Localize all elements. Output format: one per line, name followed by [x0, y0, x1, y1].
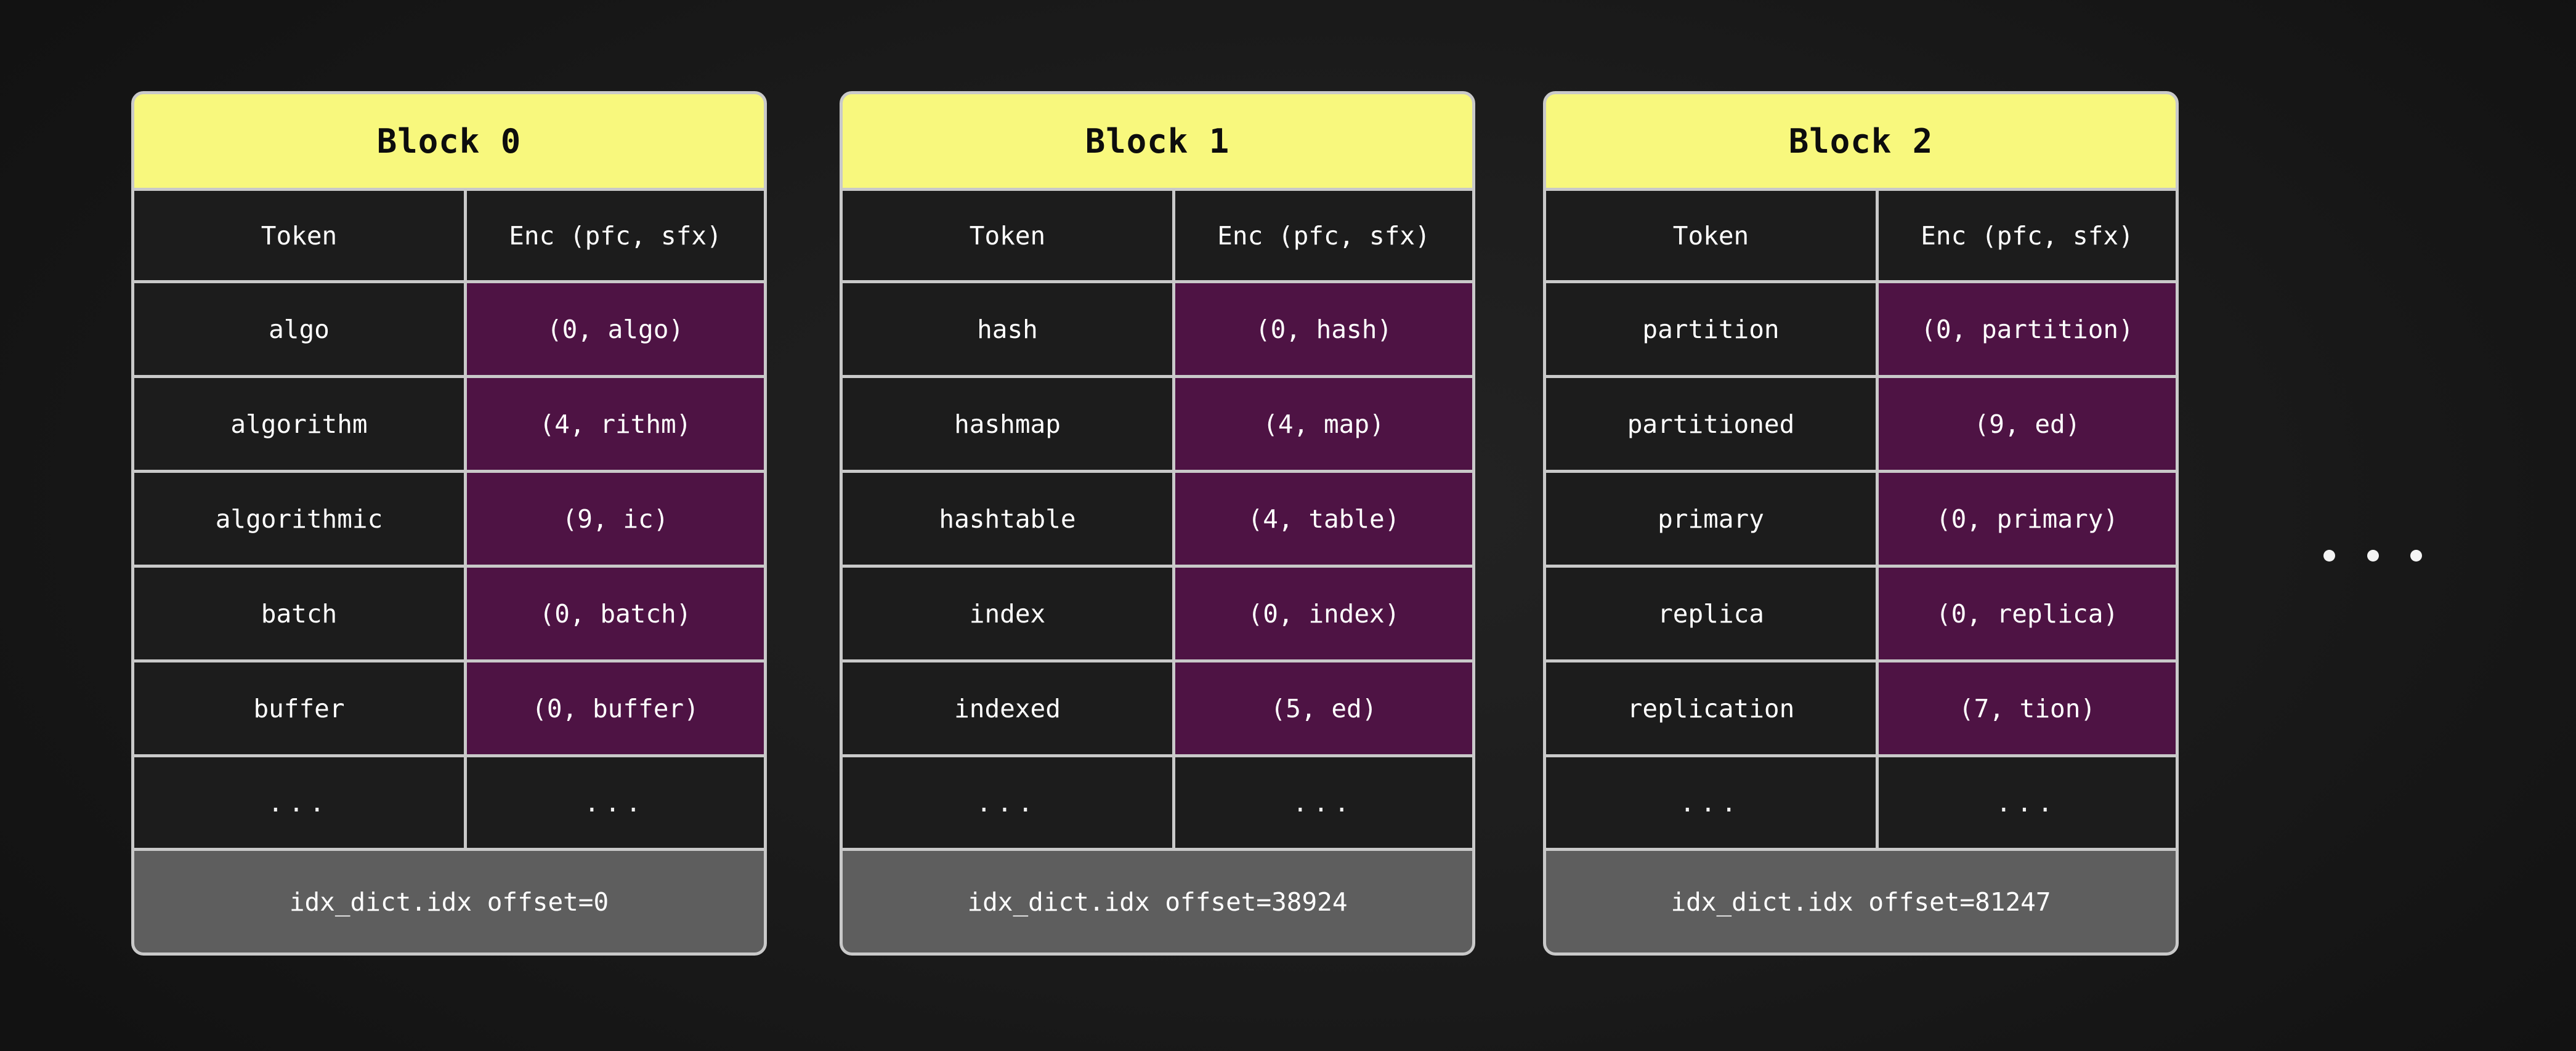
- enc-ellipsis: ...: [1175, 757, 1472, 848]
- token-cell: partition: [1546, 283, 1879, 375]
- block-card-0: Block 0 Token Enc (pfc, sfx) algo (0, al…: [131, 91, 767, 956]
- token-cell: hash: [843, 283, 1175, 375]
- table-row: buffer (0, buffer): [134, 662, 764, 757]
- token-ellipsis: ...: [134, 757, 467, 848]
- block-title: Block 2: [1546, 94, 2176, 191]
- table-row: algorithmic (9, ic): [134, 473, 764, 568]
- column-header-enc: Enc (pfc, sfx): [467, 191, 764, 280]
- token-cell: batch: [134, 568, 467, 659]
- token-cell: replica: [1546, 568, 1879, 659]
- table-row-ellipsis: ... ...: [1546, 757, 2176, 851]
- table-row: replication (7, tion): [1546, 662, 2176, 757]
- column-header-token: Token: [843, 191, 1175, 280]
- ellipsis-dot: [2323, 549, 2335, 562]
- table-row-ellipsis: ... ...: [843, 757, 1472, 851]
- table-row-ellipsis: ... ...: [134, 757, 764, 851]
- column-header-token: Token: [134, 191, 467, 280]
- enc-ellipsis: ...: [467, 757, 764, 848]
- table-row: indexed (5, ed): [843, 662, 1472, 757]
- enc-cell: (0, hash): [1175, 283, 1472, 375]
- enc-cell: (4, map): [1175, 378, 1472, 470]
- more-blocks-ellipsis-icon: [2323, 537, 2422, 574]
- table-row: replica (0, replica): [1546, 568, 2176, 662]
- ellipsis-dot: [2367, 549, 2379, 562]
- column-header-row: Token Enc (pfc, sfx): [134, 191, 764, 283]
- table-row: algorithm (4, rithm): [134, 378, 764, 473]
- enc-cell: (4, rithm): [467, 378, 764, 470]
- column-header-token: Token: [1546, 191, 1879, 280]
- table-row: hashtable (4, table): [843, 473, 1472, 568]
- enc-cell: (0, primary): [1879, 473, 2176, 565]
- token-cell: buffer: [134, 662, 467, 754]
- table-row: index (0, index): [843, 568, 1472, 662]
- column-header-enc: Enc (pfc, sfx): [1879, 191, 2176, 280]
- token-cell: algo: [134, 283, 467, 375]
- token-cell: algorithmic: [134, 473, 467, 565]
- token-cell: partitioned: [1546, 378, 1879, 470]
- column-header-enc: Enc (pfc, sfx): [1175, 191, 1472, 280]
- block-title: Block 1: [843, 94, 1472, 191]
- table-row: hashmap (4, map): [843, 378, 1472, 473]
- enc-ellipsis: ...: [1879, 757, 2176, 848]
- block-title: Block 0: [134, 94, 764, 191]
- enc-cell: (0, batch): [467, 568, 764, 659]
- token-cell: hashmap: [843, 378, 1175, 470]
- table-row: primary (0, primary): [1546, 473, 2176, 568]
- block-footer-offset: idx_dict.idx offset=81247: [1546, 851, 2176, 952]
- block-footer-offset: idx_dict.idx offset=38924: [843, 851, 1472, 952]
- token-ellipsis: ...: [1546, 757, 1879, 848]
- column-header-row: Token Enc (pfc, sfx): [1546, 191, 2176, 283]
- table-row: partitioned (9, ed): [1546, 378, 2176, 473]
- table-row: algo (0, algo): [134, 283, 764, 378]
- table-row: hash (0, hash): [843, 283, 1472, 378]
- enc-cell: (7, tion): [1879, 662, 2176, 754]
- table-row: partition (0, partition): [1546, 283, 2176, 378]
- enc-cell: (4, table): [1175, 473, 1472, 565]
- enc-cell: (9, ed): [1879, 378, 2176, 470]
- enc-cell: (0, buffer): [467, 662, 764, 754]
- ellipsis-dot: [2410, 549, 2422, 562]
- token-cell: indexed: [843, 662, 1175, 754]
- enc-cell: (9, ic): [467, 473, 764, 565]
- enc-cell: (0, algo): [467, 283, 764, 375]
- enc-cell: (0, index): [1175, 568, 1472, 659]
- enc-cell: (0, partition): [1879, 283, 2176, 375]
- block-card-2: Block 2 Token Enc (pfc, sfx) partition (…: [1543, 91, 2179, 956]
- token-cell: algorithm: [134, 378, 467, 470]
- enc-cell: (5, ed): [1175, 662, 1472, 754]
- token-cell: replication: [1546, 662, 1879, 754]
- column-header-row: Token Enc (pfc, sfx): [843, 191, 1472, 283]
- token-ellipsis: ...: [843, 757, 1175, 848]
- token-cell: index: [843, 568, 1175, 659]
- token-cell: primary: [1546, 473, 1879, 565]
- enc-cell: (0, replica): [1879, 568, 2176, 659]
- block-footer-offset: idx_dict.idx offset=0: [134, 851, 764, 952]
- table-row: batch (0, batch): [134, 568, 764, 662]
- token-cell: hashtable: [843, 473, 1175, 565]
- block-card-1: Block 1 Token Enc (pfc, sfx) hash (0, ha…: [840, 91, 1475, 956]
